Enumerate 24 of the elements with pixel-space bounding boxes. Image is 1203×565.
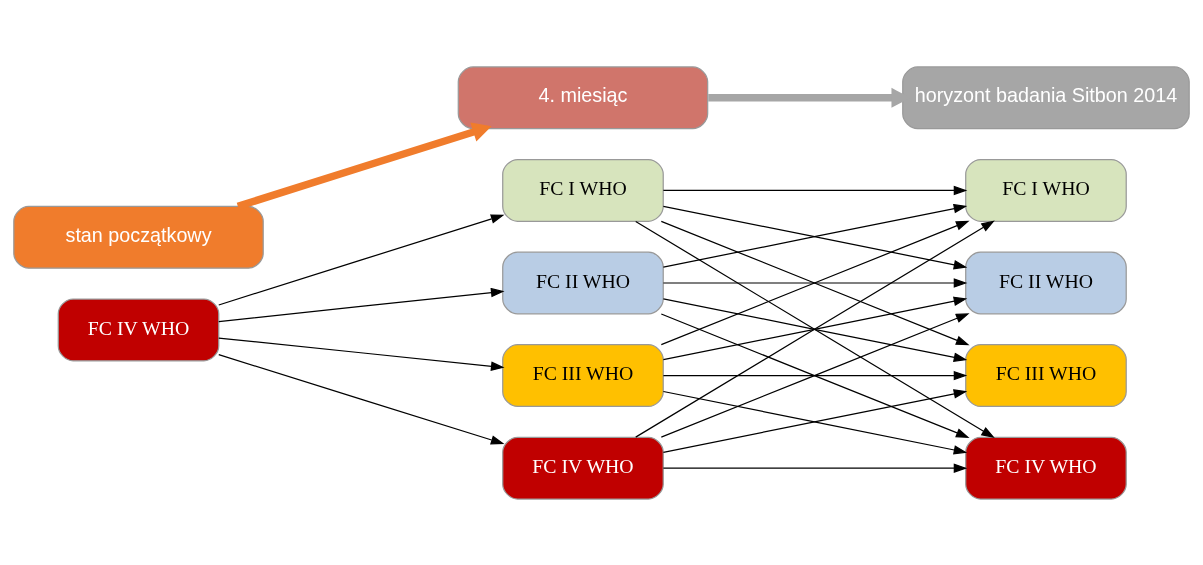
- node-box: FC II WHO: [502, 251, 664, 314]
- arrow: [218, 287, 505, 322]
- arrow: [218, 336, 505, 371]
- arrow: [218, 353, 505, 444]
- arrow: [660, 312, 970, 438]
- arrow: [660, 220, 970, 345]
- arrow: [662, 277, 968, 288]
- arrow: [236, 121, 492, 210]
- arrow: [662, 462, 968, 473]
- node-box: 4. miesiąc: [457, 65, 709, 129]
- node-box: FC II WHO: [965, 251, 1127, 314]
- node-box: FC IV WHO: [965, 436, 1127, 500]
- node-box: stan początkowy: [13, 205, 264, 269]
- node-box: horyzont badania Sitbon 2014: [902, 65, 1190, 129]
- node-box: FC IV WHO: [57, 297, 220, 361]
- node-box: FC III WHO: [502, 343, 664, 407]
- arrow: [662, 370, 968, 380]
- node-box: FC I WHO: [965, 158, 1127, 222]
- arrow: [218, 213, 505, 306]
- arrow: [662, 185, 968, 195]
- arrow: [635, 220, 995, 438]
- node-box: FC IV WHO: [502, 436, 664, 500]
- node-box: FC I WHO: [502, 158, 664, 222]
- node-box: FC III WHO: [965, 343, 1127, 407]
